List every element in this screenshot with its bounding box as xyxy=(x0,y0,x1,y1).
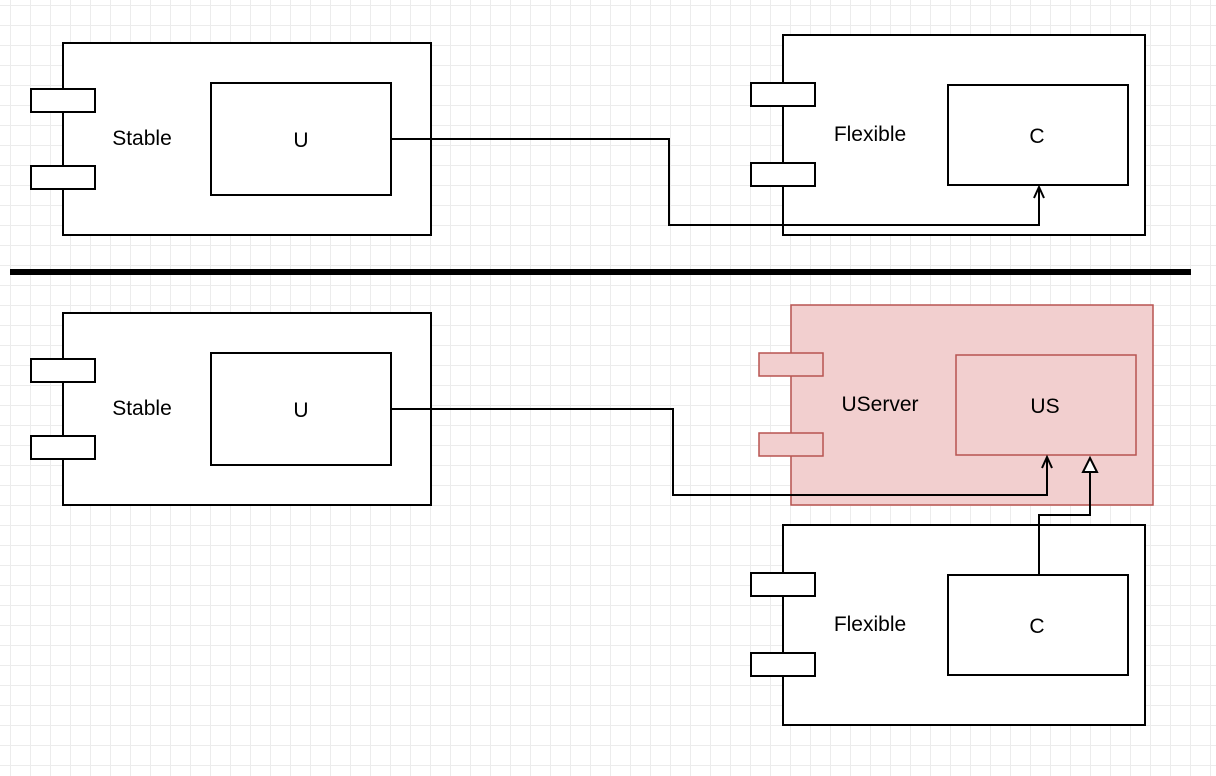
bottom-dependency-edge[interactable] xyxy=(391,408,1053,496)
class-box xyxy=(210,82,392,196)
bottom-flexible-component[interactable]: Flexible C xyxy=(750,524,1146,726)
component-label: Stable xyxy=(112,127,172,150)
top-stable-component[interactable]: Stable U xyxy=(30,42,432,236)
class-label: U xyxy=(293,129,308,152)
top-u-class[interactable]: U xyxy=(210,82,392,196)
connector-line xyxy=(391,138,1040,226)
component-label: Stable xyxy=(112,397,172,420)
class-label: US xyxy=(1030,395,1059,418)
component-port-top xyxy=(750,82,816,107)
component-port-bottom xyxy=(30,165,96,190)
top-dependency-edge[interactable] xyxy=(391,138,1045,226)
component-label: Flexible xyxy=(834,123,906,146)
class-box xyxy=(947,84,1129,186)
open-arrowhead xyxy=(1041,454,1053,469)
component-port-top xyxy=(30,88,96,113)
component-port-bottom xyxy=(750,652,816,677)
bottom-realization-edge[interactable] xyxy=(1038,455,1099,575)
component-label: Flexible xyxy=(834,613,906,636)
class-label: C xyxy=(1029,125,1044,148)
class-label: U xyxy=(293,399,308,422)
bottom-us-interface[interactable]: US xyxy=(955,354,1137,456)
bottom-u-class[interactable]: U xyxy=(210,352,392,466)
component-port-top xyxy=(30,358,96,383)
class-label: C xyxy=(1029,615,1044,638)
connector-line xyxy=(1038,472,1091,575)
bottom-userver-component[interactable]: UServer US xyxy=(758,304,1154,506)
component-port-bottom xyxy=(758,432,824,457)
connector-line xyxy=(391,408,1048,496)
triangle-arrowhead xyxy=(1081,455,1099,473)
open-arrowhead xyxy=(1033,184,1045,199)
component-port-top xyxy=(750,572,816,597)
bottom-c-class[interactable]: C xyxy=(947,574,1129,676)
top-c-class[interactable]: C xyxy=(947,84,1129,186)
component-label: UServer xyxy=(841,393,918,416)
top-flexible-component[interactable]: Flexible C xyxy=(750,34,1146,236)
component-port-bottom xyxy=(30,435,96,460)
component-port-bottom xyxy=(750,162,816,187)
class-box xyxy=(955,354,1137,456)
bottom-stable-component[interactable]: Stable U xyxy=(30,312,432,506)
class-box xyxy=(210,352,392,466)
component-port-top xyxy=(758,352,824,377)
